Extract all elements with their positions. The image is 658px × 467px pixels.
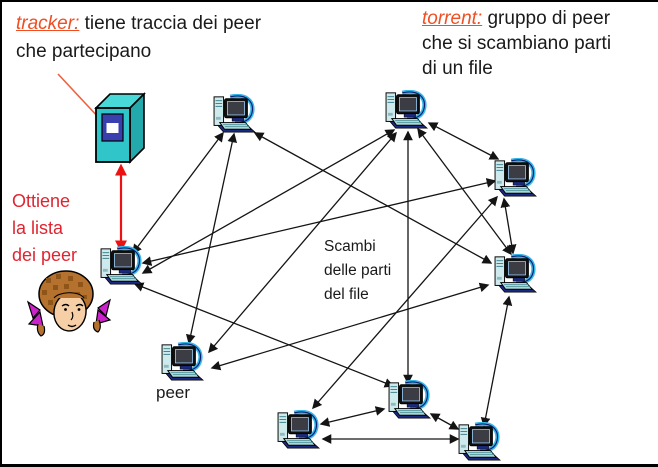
torrent-caption-line2: che si scambiano parti bbox=[422, 33, 612, 54]
peer-computer-icon bbox=[214, 96, 255, 132]
peer-label: peer bbox=[156, 383, 191, 402]
peer-exchange-arrow bbox=[429, 413, 460, 430]
peer-computer-icon bbox=[495, 256, 536, 292]
exchange-caption-line1: Scambi bbox=[324, 238, 376, 255]
peer-computer-icon bbox=[278, 412, 319, 448]
server-box-icon bbox=[94, 92, 146, 164]
peer-computer-icon bbox=[162, 344, 203, 380]
woman-face-icon bbox=[26, 270, 112, 337]
torrent-caption-line1: torrent: gruppo di peer bbox=[422, 6, 611, 31]
peer-computer-icon bbox=[386, 92, 427, 128]
obtain-caption-line2: la lista bbox=[12, 218, 64, 238]
obtain-caption-line1: Ottiene bbox=[12, 191, 71, 211]
peer-exchange-arrow bbox=[141, 178, 497, 266]
peer-exchange-arrow bbox=[133, 282, 395, 388]
tracker-caption-line1: tracker: tiene traccia dei peer bbox=[16, 10, 261, 38]
tracker-caption-pointer-line bbox=[57, 73, 101, 120]
peer-exchange-arrow bbox=[480, 295, 513, 428]
tracker-term: tracker: bbox=[16, 13, 80, 34]
exchange-caption-line2: delle parti bbox=[324, 262, 392, 279]
torrent-text: gruppo di peer bbox=[482, 8, 611, 29]
torrent-term: torrent: bbox=[422, 8, 483, 29]
peer-exchange-arrow bbox=[185, 132, 238, 345]
peer-exchange-arrow bbox=[427, 122, 500, 160]
peer-exchange-arrow bbox=[500, 197, 517, 255]
peer-computer-icon bbox=[389, 382, 430, 418]
tracker-text: tiene traccia dei peer bbox=[79, 13, 262, 34]
exchange-caption-line3: del file bbox=[324, 286, 369, 303]
tracker-caption: tracker: tiene traccia dei peer che part… bbox=[16, 10, 261, 66]
peer-exchange-arrow bbox=[319, 406, 386, 427]
peer-computer-icon bbox=[495, 160, 536, 196]
peer-computer-icon bbox=[459, 424, 500, 460]
tracker-caption-line2: che partecipano bbox=[16, 41, 152, 62]
exchange-parts-caption: Scambi delle parti del file bbox=[324, 235, 391, 307]
torrent-caption-line3: di un file bbox=[422, 58, 493, 79]
obtain-peer-list-caption: Ottiene la lista dei peer bbox=[12, 188, 77, 269]
torrent-caption: torrent: gruppo di peer che si scambiano… bbox=[422, 6, 611, 81]
obtain-caption-line3: dei peer bbox=[12, 245, 78, 265]
